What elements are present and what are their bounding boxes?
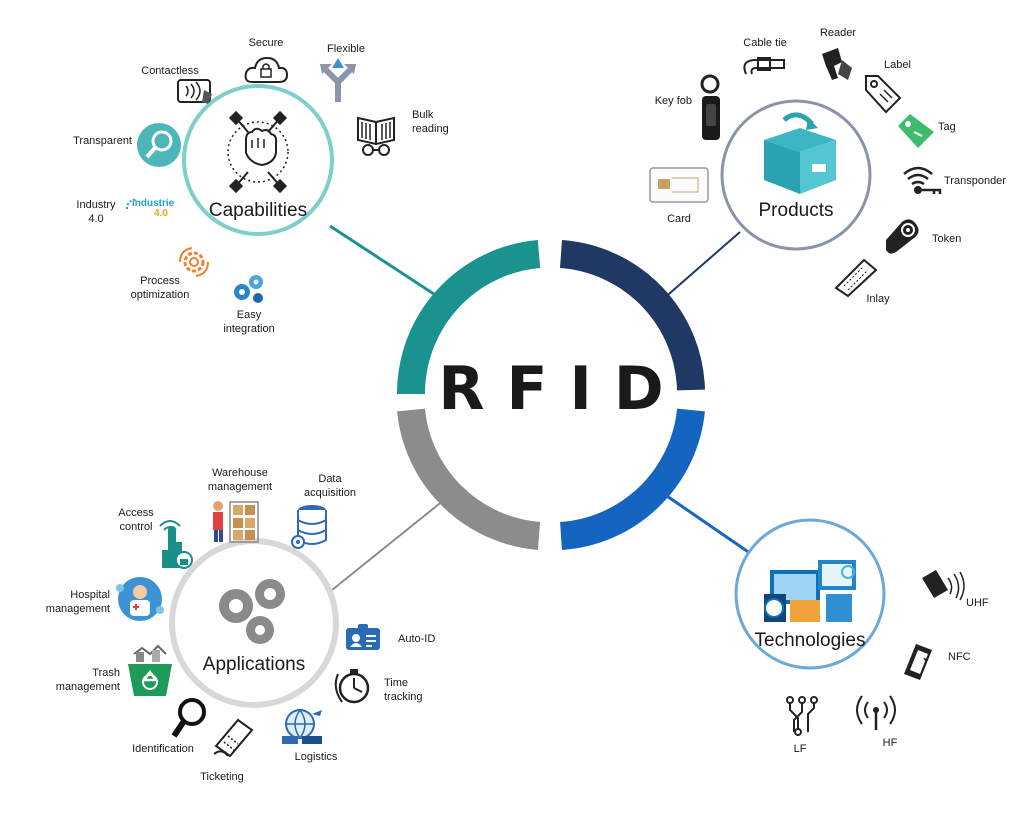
hub-capabilities-circle xyxy=(182,84,334,236)
nfc-phone-icon xyxy=(904,644,932,680)
label-process-optimization: Process optimization xyxy=(130,275,190,301)
applications-gears-icon xyxy=(219,579,285,644)
transponder-key-icon xyxy=(903,166,942,194)
label-cable-tie: Cable tie xyxy=(743,37,787,49)
label-secure: Secure xyxy=(248,37,284,49)
products-box-icon xyxy=(764,112,836,194)
ring-segment-products xyxy=(559,240,705,391)
label-card: Card xyxy=(667,213,691,225)
label-warehouse-management: Warehouse management xyxy=(207,467,273,493)
cloud-lock-icon xyxy=(244,56,288,83)
center-title: RFID xyxy=(438,354,686,424)
label-hf: HF xyxy=(882,737,898,749)
reader-scanner-icon xyxy=(822,48,852,80)
label-trash-management: Trash management xyxy=(55,667,120,693)
data-acquisition-database-icon xyxy=(291,505,327,549)
label-inlay: Inlay xyxy=(866,293,890,305)
connector-capabilities xyxy=(329,224,441,300)
lf-circuit-icon xyxy=(786,696,818,736)
tag-green-icon xyxy=(898,114,934,148)
hf-antenna-icon xyxy=(856,695,896,730)
label-lf: LF xyxy=(793,743,807,755)
label-contactless: Contactless xyxy=(141,65,199,77)
label-hospital-management: Hospital management xyxy=(45,589,110,615)
label-flexible: Flexible xyxy=(327,43,365,55)
hub-title-capabilities: Capabilities xyxy=(208,200,308,221)
label-label: Label xyxy=(884,59,911,71)
label-access-control: Access control xyxy=(118,507,154,533)
label-nfc: NFC xyxy=(948,651,971,663)
label-bulk-reading: Bulk reading xyxy=(412,109,449,135)
logistics-globe-icon xyxy=(282,709,322,744)
label-identification: Identification xyxy=(132,743,194,755)
label-tag: Tag xyxy=(938,121,956,133)
ring-segment-capabilities xyxy=(396,240,541,395)
technologies-devices-icon xyxy=(764,560,856,622)
connector-products xyxy=(661,231,741,301)
auto-id-card-icon xyxy=(346,624,380,650)
label-reader: Reader xyxy=(819,27,857,39)
label-transparent: Transparent xyxy=(73,135,132,147)
warehouse-shelves-icon xyxy=(213,501,259,543)
industrie-4-0-badge-icon: industrie 4.0 xyxy=(124,198,182,220)
label-data-acquisition: Data acquisition xyxy=(304,473,356,499)
process-optimization-gear-icon xyxy=(179,247,209,277)
easy-integration-gears-icon xyxy=(234,275,263,303)
label-transponder: Transponder xyxy=(944,175,1006,187)
connector-applications xyxy=(331,499,445,591)
cable-tie-icon xyxy=(743,57,785,75)
access-control-hand-icon xyxy=(159,520,193,569)
ring-segment-applications xyxy=(397,408,541,550)
token-icon xyxy=(886,219,919,254)
ticketing-ticket-icon xyxy=(213,718,254,758)
label-key-fob: Key fob xyxy=(654,95,692,107)
trash-recycle-icon xyxy=(128,644,172,696)
label-easy-integration: Easy integration xyxy=(223,309,275,335)
contactless-icon xyxy=(177,79,212,104)
hub-title-technologies: Technologies xyxy=(754,630,866,651)
inlay-icon xyxy=(834,258,878,298)
label-token: Token xyxy=(932,233,962,245)
label-time-tracking: Time tracking xyxy=(384,677,423,703)
capabilities-network-icon xyxy=(227,110,289,194)
label-tag-icon xyxy=(865,75,902,114)
ring-segment-technologies xyxy=(559,408,705,550)
hospital-doctor-icon xyxy=(116,577,164,621)
bulk-reading-book-icon xyxy=(357,116,395,156)
flexible-arrows-icon xyxy=(320,58,356,102)
uhf-reader-icon xyxy=(922,570,965,601)
key-fob-icon xyxy=(700,74,720,140)
label-logistics: Logistics xyxy=(294,751,338,763)
transparent-magnifier-icon xyxy=(137,123,181,167)
identification-magnifier-icon xyxy=(171,698,206,738)
industrie-badge-top: industrie xyxy=(132,198,175,209)
connector-technologies xyxy=(663,492,761,562)
label-ticketing: Ticketing xyxy=(200,771,244,783)
industrie-badge-bottom: 4.0 xyxy=(154,208,168,219)
label-industry: Industry 4.0 xyxy=(76,199,116,225)
hub-title-products: Products xyxy=(758,200,834,221)
label-auto-id: Auto-ID xyxy=(398,633,436,645)
label-uhf: UHF xyxy=(966,597,989,609)
time-tracking-stopwatch-icon xyxy=(334,669,370,704)
hub-title-applications: Applications xyxy=(202,654,306,675)
card-icon xyxy=(649,167,709,203)
